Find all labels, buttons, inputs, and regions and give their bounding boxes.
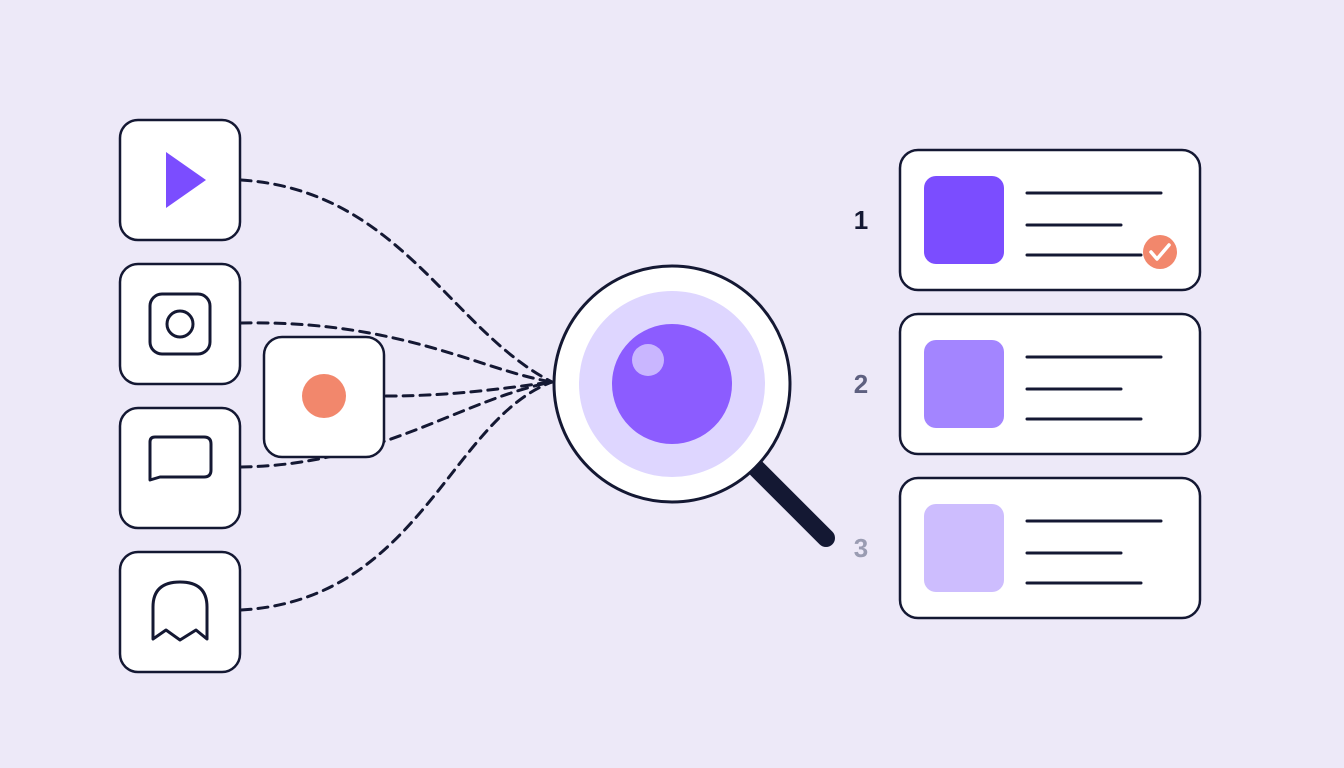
source-card-record [262, 335, 386, 459]
connector-ghost [239, 380, 554, 612]
result-card [898, 312, 1202, 456]
record-icon [302, 374, 346, 418]
rank-number: 2 [854, 369, 868, 399]
result-card [898, 476, 1202, 620]
result-thumbnail [924, 504, 1004, 592]
chat-bubble-icon [148, 435, 213, 482]
connector-play [239, 178, 554, 384]
rank-number: 1 [854, 205, 868, 235]
source-card-chat [118, 406, 242, 530]
connector-chat [239, 380, 554, 469]
results-list: 1 2 3 [854, 148, 1202, 620]
source-card-instagram [118, 262, 242, 386]
check-badge-icon [1143, 235, 1177, 269]
connector-instagram [239, 321, 554, 384]
rank-number: 3 [854, 533, 868, 563]
ghost-icon [151, 580, 209, 642]
source-card-ghost [118, 550, 242, 674]
magnifying-glass-icon [552, 264, 835, 547]
result-card [898, 148, 1202, 292]
result-thumbnail [924, 176, 1004, 264]
result-thumbnail [924, 340, 1004, 428]
source-card-play [118, 118, 242, 242]
play-icon [166, 152, 206, 208]
connectors [239, 178, 554, 612]
instagram-icon [148, 292, 212, 356]
